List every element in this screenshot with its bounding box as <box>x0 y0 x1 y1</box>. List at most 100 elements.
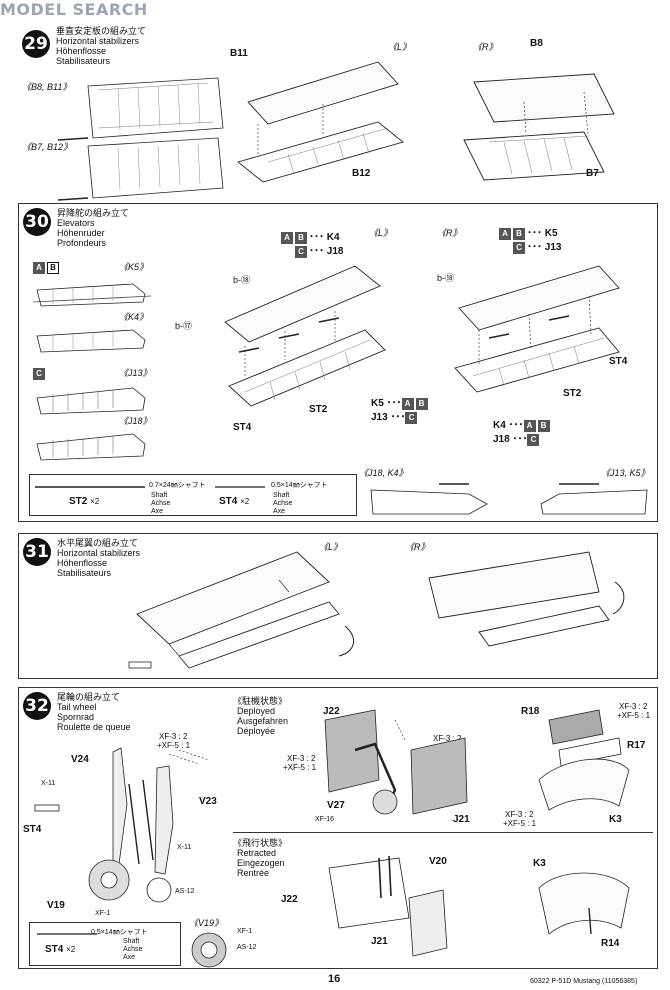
j21-label-top: J21 <box>453 814 470 825</box>
r18-label: R18 <box>521 706 540 717</box>
step-30-panel: 30 昇降舵の組み立て Elevators Höhenruder Profond… <box>18 203 658 522</box>
v19-detail-label: 《V19》 <box>189 918 224 928</box>
left-mix1: XF-3 : 2 <box>159 732 188 741</box>
r14-label: R14 <box>601 938 620 949</box>
v19-wheel-icon <box>191 932 227 968</box>
right-j18-c: J18 ･･･C <box>493 434 541 446</box>
footer: 60322 P-51D Mustang (11056385) <box>530 978 638 985</box>
right-st4-label: ST4 <box>609 356 628 367</box>
v19-label: V19 <box>47 900 65 911</box>
shaft2-en: Shaft <box>273 492 290 499</box>
step-29-sub1: 《B8, B11》 <box>22 82 72 92</box>
step-32-title-de: Spornrad <box>57 712 95 722</box>
r-mix2-top: +XF-5 : 1 <box>617 711 651 720</box>
j18-elevator-diagram <box>36 433 146 461</box>
step-31-left-stabilizer <box>136 551 354 669</box>
b11-label: B11 <box>230 48 248 59</box>
step-31-title-de: Höhenflosse <box>57 558 108 568</box>
right-b18-label: b-⑱ <box>437 273 455 283</box>
step-29-title-fr: Stabilisateurs <box>56 56 111 66</box>
j13-sub-label: 《J13》 <box>119 368 152 378</box>
step-32-panel: 32 尾輪の組み立て Tail wheel Spornrad Roulette … <box>18 687 658 969</box>
b7-label: B7 <box>586 168 599 179</box>
r-mix2-bottom: +XF-5 : 1 <box>503 819 537 828</box>
left-b18-label: b-⑱ <box>233 275 251 285</box>
k5-sub-label: 《K5》 <box>119 262 149 272</box>
shaft1-de: Achse <box>151 500 171 507</box>
shaft2-label: 0.5×14㎜シャフト <box>271 482 328 489</box>
r-mix1-bottom: XF-3 : 2 <box>505 810 534 819</box>
step-29-number: 29 <box>22 30 50 58</box>
deployed-de: Ausgefahren <box>237 716 289 726</box>
retracted-fr: Rentrée <box>237 868 270 878</box>
step-29-title-en: Horizontal stabilizers <box>56 36 140 46</box>
step-32-shaft-legend <box>29 922 181 966</box>
st4-label-a: ST4 <box>23 824 42 835</box>
r-mix1-top: XF-3 : 2 <box>619 702 648 711</box>
shaft-legend-box <box>29 474 357 516</box>
j22-label-top: J22 <box>323 706 340 717</box>
j13-k5-detail <box>540 483 648 515</box>
k5-elevator-diagram <box>32 283 152 307</box>
step-29-right-stabilizer <box>463 73 615 181</box>
step-30-left-label: 《L》 <box>369 228 393 238</box>
step-30-left-assembly <box>224 265 386 407</box>
j18-sub-label: 《J18》 <box>119 416 152 426</box>
step-29-right-label: 《R》 <box>473 42 498 52</box>
step-29-title-de: Höhenflosse <box>56 46 107 56</box>
st4-legend: ST4 ×2 <box>219 496 250 507</box>
st4-pin-icon <box>34 804 60 812</box>
step-29-left-stabilizer <box>237 61 404 183</box>
step-31-panel: 31 水平尾翼の組み立て Horizontal stabilizers Höhe… <box>18 533 658 679</box>
retracted-en: Retracted <box>237 848 277 858</box>
step-32-st4-legend: ST4 ×2 <box>45 944 76 955</box>
step-30-number: 30 <box>23 208 51 236</box>
step-32-number: 32 <box>23 692 51 720</box>
step-32-shaft-en: Shaft <box>123 938 140 945</box>
step-32-shaft-icon <box>37 933 97 935</box>
step-31-title-en: Horizontal stabilizers <box>57 548 141 558</box>
step-30-title-fr: Profondeurs <box>57 238 107 248</box>
b8-label: B8 <box>530 38 543 49</box>
left-c-j18: C･･･ J18 <box>295 246 343 258</box>
deployed-assembly <box>324 709 468 815</box>
step-29-panel: 29 垂直安定板の組み立て Horizontal stabilizers Höh… <box>18 24 656 201</box>
step-30-right-label: 《R》 <box>437 228 462 238</box>
xf16-label: XF-16 <box>315 816 335 823</box>
step-29-left-label: 《L》 <box>388 42 412 52</box>
step-31-number: 31 <box>23 538 51 566</box>
as12-label: AS-12 <box>175 888 195 895</box>
j21-label-bottom: J21 <box>371 936 388 947</box>
shaft2-fr: Axe <box>273 508 286 515</box>
v19-xf1: XF-1 <box>237 928 253 935</box>
step-32-shaft-de: Achse <box>123 946 143 953</box>
deployed-jp: 《駐機状態》 <box>233 696 288 706</box>
retracted-assembly <box>328 855 448 957</box>
step-29-sub-diagram-1 <box>57 77 224 141</box>
deployed-mix2-a: +XF-5 : 1 <box>283 763 317 772</box>
shaft-07x24-icon <box>35 486 145 488</box>
j18-k4-sub: 《J18, K4》 <box>359 468 408 478</box>
v19-as12: AS-12 <box>237 944 257 951</box>
v20-label: V20 <box>429 856 447 867</box>
j13-k5-sub: 《J13, K5》 <box>601 468 650 478</box>
r17-label: R17 <box>627 740 646 751</box>
b17-label: b-⑰ <box>175 321 193 331</box>
step-31-left-label: 《L》 <box>319 542 343 552</box>
step-32-title-en: Tail wheel <box>57 702 97 712</box>
step-29-title-jp: 垂直安定板の組み立て <box>56 26 147 36</box>
retracted-divider <box>233 832 653 833</box>
left-st2-label: ST2 <box>309 404 328 415</box>
step-30-title-jp: 昇降舵の組み立て <box>57 208 130 218</box>
step-32-title-jp: 尾輪の組み立て <box>57 692 121 702</box>
j13-elevator-diagram <box>36 387 146 415</box>
j18-k4-detail <box>370 483 488 515</box>
b12-label: B12 <box>352 168 371 179</box>
c-box-j13: C <box>33 368 47 380</box>
step-30-right-assembly <box>454 265 620 393</box>
